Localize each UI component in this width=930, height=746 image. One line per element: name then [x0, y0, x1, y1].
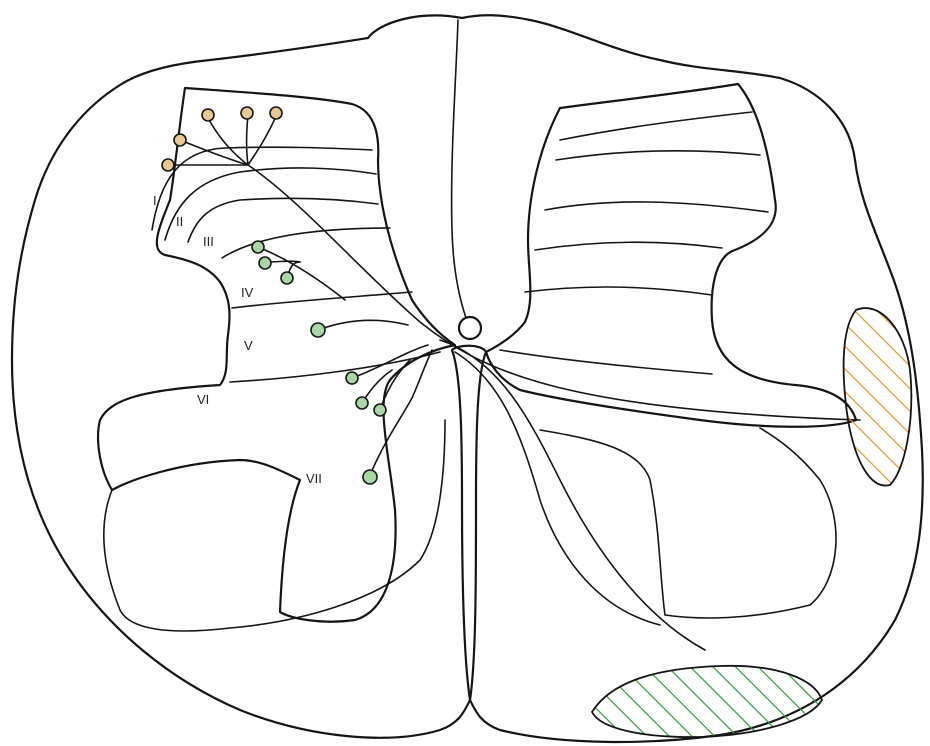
motor-cell	[374, 404, 386, 416]
lateral-tract-hatch	[844, 308, 912, 485]
central-canal	[459, 317, 481, 339]
ventral-median-fissure	[452, 346, 486, 700]
motor-cell	[311, 323, 325, 337]
lamina-boundary-VI	[230, 352, 440, 382]
right-grey-matter	[486, 84, 856, 427]
sensory-cell	[202, 109, 214, 121]
right-lamina-5	[525, 287, 712, 295]
motor-cell	[281, 272, 293, 284]
right-lamina-4	[535, 242, 722, 250]
right-lamina-6	[500, 350, 712, 374]
lamina-boundary-V	[232, 292, 412, 308]
motor-cell	[356, 397, 368, 409]
cord-outline	[12, 15, 923, 742]
motor-cell	[252, 241, 264, 253]
motor-cell	[259, 257, 271, 269]
lamina-label-I: I	[153, 193, 157, 208]
right-lamina-2	[556, 151, 760, 160]
lamina-label-III: III	[203, 234, 214, 249]
right-lamina-3	[545, 202, 768, 212]
sensory-cell	[270, 107, 282, 119]
sensory-cell	[174, 134, 186, 146]
sensory-cell	[162, 159, 174, 171]
dorsal-median-septum	[452, 20, 466, 318]
lamina-label-II: II	[176, 214, 183, 229]
sensory-cell	[241, 107, 253, 119]
crossing-fiber-ventral-2	[455, 352, 660, 625]
lamina-label-VI: VI	[197, 392, 209, 407]
left-ventral-horn	[104, 420, 445, 631]
lamina-boundary-I	[152, 147, 372, 230]
lamina-label-VII: VII	[306, 471, 322, 486]
lamina-boundary-IV	[222, 228, 390, 258]
motor-cell	[363, 470, 377, 484]
ventral-tract-hatch	[592, 666, 822, 737]
lamina-label-IV: IV	[241, 285, 254, 300]
lamina-boundary-III	[188, 198, 378, 242]
lamina-label-V: V	[244, 338, 253, 353]
motor-cell	[346, 372, 358, 384]
right-lamina-1	[560, 112, 752, 140]
